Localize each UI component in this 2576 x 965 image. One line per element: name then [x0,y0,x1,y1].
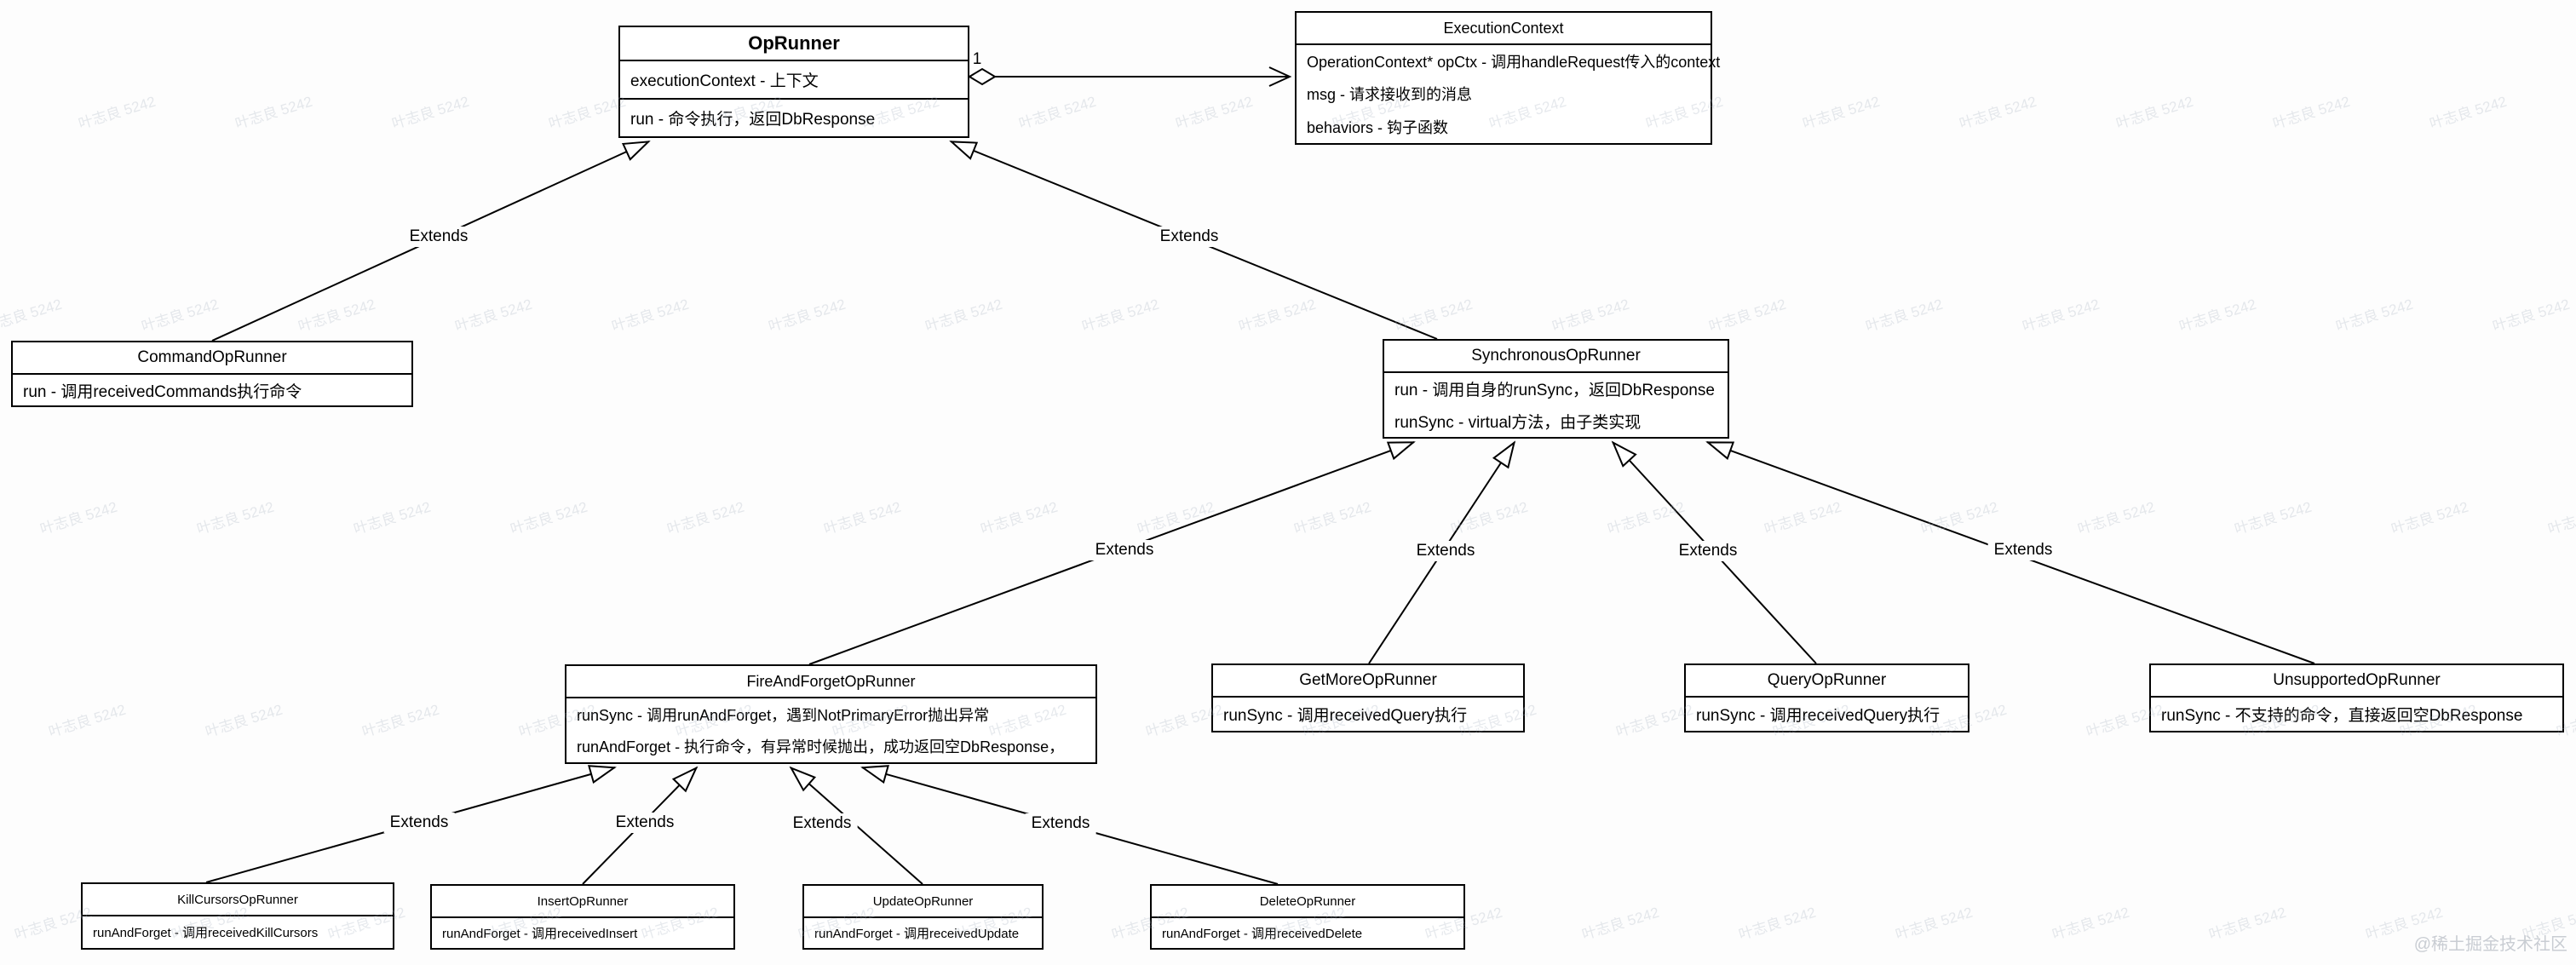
extends-label: Extends [786,813,858,834]
extends-label: Extends [1025,813,1096,834]
class-box-getmoreoprunner: GetMoreOpRunner runSync - 调用receivedQuer… [1211,663,1525,732]
class-box-updateoprunner: UpdateOpRunner runAndForget - 调用received… [802,884,1044,950]
aggregation-diamond [968,67,997,86]
class-title: ExecutionContext [1297,13,1711,45]
class-method: run - 调用receivedCommands执行命令 [23,382,302,401]
class-title: SynchronousOpRunner [1384,341,1728,373]
class-title: CommandOpRunner [13,342,411,375]
class-method: runSync - 调用runAndForget，遇到NotPrimaryErr… [577,706,990,724]
class-box-deleteoprunner: DeleteOpRunner runAndForget - 调用received… [1150,884,1465,950]
class-method: run - 命令执行，返回DbResponse [620,98,968,136]
class-attribute: OperationContext* opCtx - 调用handleReques… [1307,54,1721,72]
class-box-fireandforgetoprunner: FireAndForgetOpRunner runSync - 调用runAnd… [565,664,1097,764]
class-attribute: executionContext - 上下文 [630,72,819,90]
class-method: runAndForget - 调用receivedDelete [1162,927,1363,941]
class-method: runAndForget - 调用receivedUpdate [814,927,1020,941]
class-box-killcursorsoprunner: KillCursorsOpRunner runAndForget - 调用rec… [81,882,394,950]
class-method: runSync - virtual方法，由子类实现 [1394,413,1642,432]
class-method: runSync - 不支持的命令，直接返回空DbResponse [2161,707,2523,725]
class-attribute: behaviors - 钩子函数 [1307,118,1449,136]
class-box-oprunner: OpRunner executionContext - 上下文 run - 命令… [618,26,969,138]
class-method: runSync - 调用receivedQuery执行 [1223,707,1468,725]
class-title: FireAndForgetOpRunner [566,666,1095,698]
class-title: OpRunner [620,27,968,61]
class-method: runSync - 调用receivedQuery执行 [1696,707,1941,725]
class-title: KillCursorsOpRunner [83,884,393,916]
class-box-commandoprunner: CommandOpRunner run - 调用receivedCommands… [11,341,413,407]
multiplicity-label: 1 [972,50,982,68]
class-method: runAndForget - 调用receivedInsert [442,927,638,941]
class-box-insertoprunner: InsertOpRunner runAndForget - 调用received… [430,884,735,950]
class-title: InsertOpRunner [432,886,733,918]
extends-label: Extends [1089,540,1160,560]
class-method: run - 调用自身的runSync，返回DbResponse [1394,382,1715,400]
class-box-queryoprunner: QueryOpRunner runSync - 调用receivedQuery执… [1684,663,1969,732]
class-title: DeleteOpRunner [1152,886,1463,918]
class-box-executioncontext: ExecutionContext OperationContext* opCtx… [1295,11,1721,145]
extends-label: Extends [1987,540,2059,560]
class-title: QueryOpRunner [1686,665,1968,698]
class-box-unsupportedoprunner: UnsupportedOpRunner runSync - 不支持的命令，直接返… [2149,663,2564,732]
extends-label: Extends [403,227,474,247]
class-title: GetMoreOpRunner [1213,665,1523,698]
class-title: UpdateOpRunner [804,886,1042,918]
extends-label: Extends [383,813,455,833]
class-method: runAndForget - 调用receivedKillCursors [93,926,319,940]
class-title: UnsupportedOpRunner [2151,665,2562,698]
extends-label: Extends [1410,541,1481,561]
extends-label: Extends [609,813,681,833]
extends-label: Extends [1672,541,1744,561]
class-attribute: msg - 请求接收到的消息 [1307,86,1473,104]
class-method: runAndForget - 执行命令，有异常时候抛出，成功返回空DbRespo… [577,738,1065,756]
class-box-synchronousoprunner: SynchronousOpRunner run - 调用自身的runSync，返… [1383,339,1729,439]
extends-label: Extends [1153,227,1225,247]
